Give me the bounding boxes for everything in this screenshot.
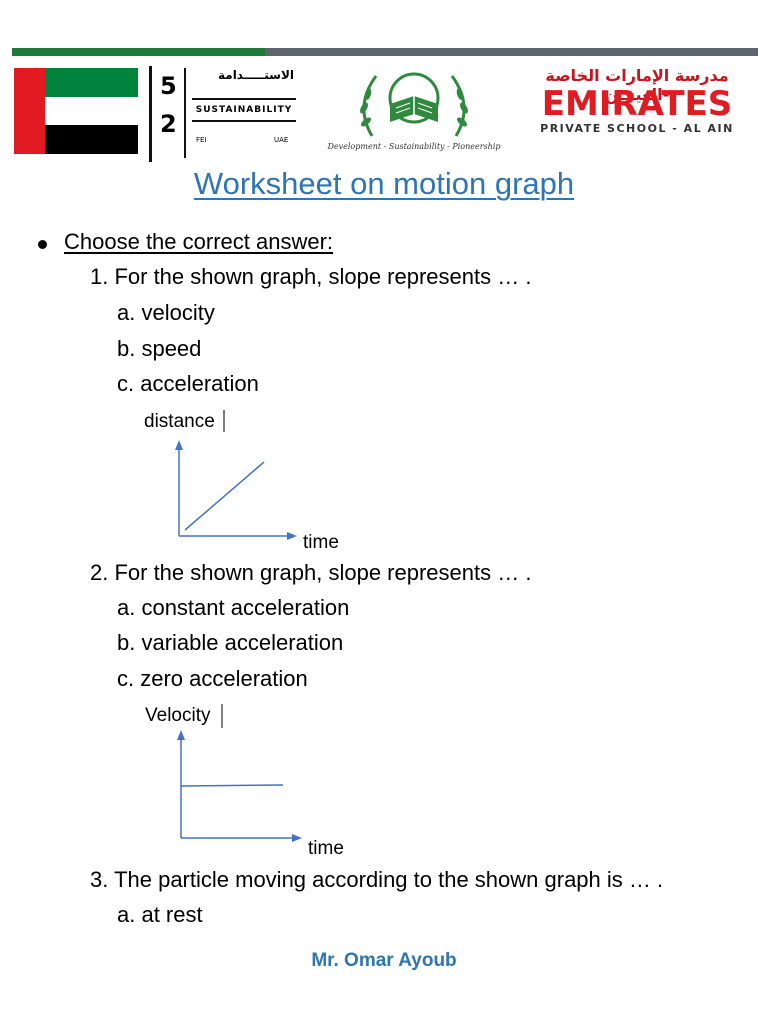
question-2-option-b: b. variable acceleration [117, 630, 344, 655]
logo-sustainability-label: SUSTAINABILITY [192, 98, 296, 122]
crest-emblem-icon [360, 72, 468, 137]
footer-author: Mr. Omar Ayoub [311, 950, 457, 971]
question-1-option-a: a. velocity [117, 300, 215, 325]
instruction-text: Choose the correct answer: [64, 229, 334, 254]
crest-tagline: Development - Sustainability - Pioneersh… [327, 142, 501, 151]
logo-small-right: UAE [274, 136, 289, 144]
graph-1-y-label: distance [144, 411, 215, 432]
top-color-bar [12, 48, 758, 56]
school-arabic-name: مدرسة الإمارات الخاصة -العيـــن [545, 66, 729, 104]
question-1-option-b: b. speed [117, 336, 202, 361]
bullet-icon [38, 240, 47, 249]
school-subtitle: PRIVATE SCHOOL - AL AIN [540, 122, 734, 135]
graph-2-data-line [180, 784, 284, 787]
question-2-stem: 2. For the shown graph, slope represents… [90, 560, 532, 585]
velocity-time-graph: Velocity time [145, 704, 344, 859]
distance-time-graph: distance time [144, 410, 339, 553]
sustainability-logo: 5 2 الاستـــــدامة SUSTAINABILITY FEI UA… [144, 66, 304, 162]
school-name-logo: مدرسة الإمارات الخاصة -العيـــن EMIRATES… [519, 66, 755, 162]
uae-flag-logo [14, 68, 138, 154]
logo-digit-top: 5 [160, 72, 177, 100]
question-3-option-a: a. at rest [117, 902, 203, 927]
logo-arabic-text: الاستـــــدامة [217, 68, 294, 82]
logo-small-left: FEI [196, 136, 207, 144]
school-name: EMIRATES [541, 84, 733, 124]
graph-1-data-line [184, 461, 265, 531]
top-bar-gray [265, 48, 758, 56]
question-2-option-a: a. constant acceleration [117, 595, 350, 620]
question-1-stem: 1. For the shown graph, slope represents… [90, 264, 532, 289]
question-2-option-c: c. zero acceleration [117, 666, 308, 691]
school-crest-logo: Development - Sustainability - Pioneersh… [314, 66, 514, 162]
question-1-option-c: c. acceleration [117, 371, 259, 396]
graph-2-y-label: Velocity [145, 705, 211, 726]
graph-1-x-label: time [303, 532, 339, 553]
question-3-stem: 3. The particle moving according to the … [90, 867, 664, 892]
page-title: Worksheet on motion graph [193, 166, 575, 201]
logo-digit-bottom: 2 [160, 110, 177, 138]
graph-2-x-label: time [308, 838, 344, 859]
header-banner: 5 2 الاستـــــدامة SUSTAINABILITY FEI UA… [14, 66, 754, 162]
top-bar-green [12, 48, 265, 56]
